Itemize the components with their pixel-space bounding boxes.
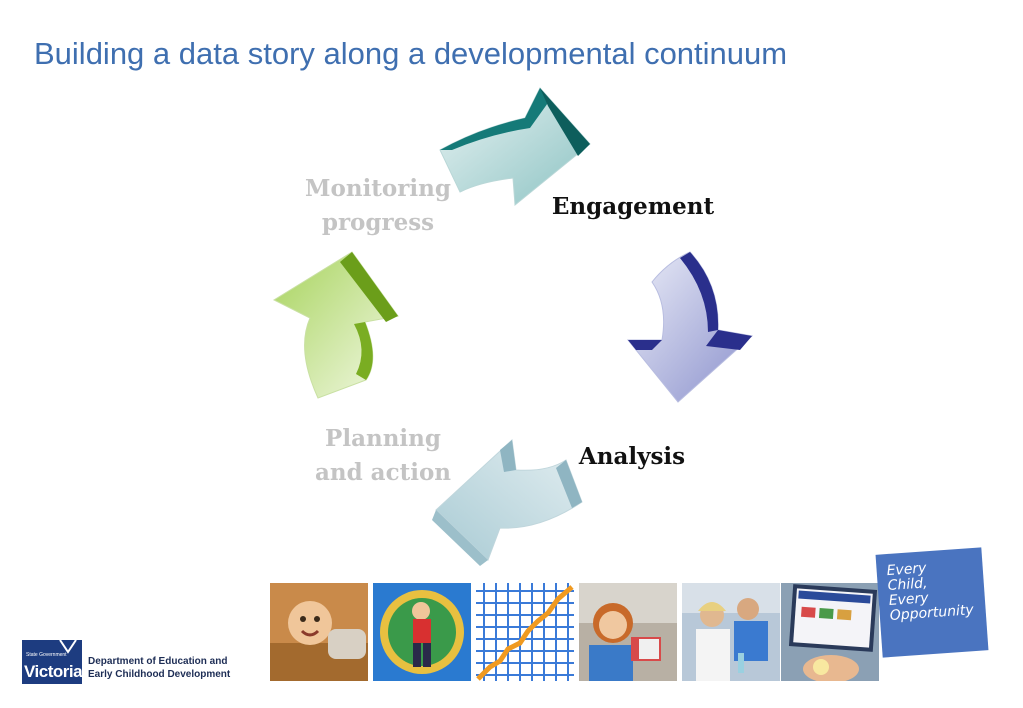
- stage-analysis-label: Analysis: [578, 443, 686, 470]
- baby-crawling-photo: [270, 583, 368, 681]
- girl-reading-photo: [579, 583, 677, 681]
- victoria-text: Victoria: [24, 662, 83, 681]
- arrow-engagement: [439, 87, 591, 206]
- arrow-monitoring: [272, 251, 399, 399]
- stage-engagement-label: Engagement: [551, 193, 715, 220]
- department-name: Department of Education and Early Childh…: [88, 655, 230, 681]
- logo-line4: Opportunity: [889, 602, 975, 624]
- stage-planning-label: Planning and action: [300, 422, 466, 490]
- stage-planning-line1: Planning: [325, 425, 441, 452]
- victoria-logo: State Government Victoria: [22, 640, 83, 684]
- state-government-text: State Government: [26, 652, 67, 658]
- stage-monitoring-line1: Monitoring: [305, 175, 451, 202]
- department-line2: Early Childhood Development: [88, 669, 231, 680]
- computer-screen-photo: [781, 583, 879, 681]
- stage-planning-line2: and action: [314, 459, 452, 486]
- page-title: Building a data story along a developmen…: [34, 36, 788, 71]
- child-climbing-photo: [373, 583, 471, 681]
- stage-monitoring-label: Monitoring progress: [296, 172, 460, 240]
- arrow-planning: [432, 438, 583, 566]
- arrow-analysis: [626, 251, 754, 403]
- department-line1: Department of Education and: [88, 656, 228, 667]
- stage-monitoring-line2: progress: [321, 209, 435, 236]
- every-child-logo: Every Child, Every Opportunity: [875, 547, 989, 658]
- students-science-photo: [682, 583, 780, 681]
- growth-chart-photo: [476, 583, 574, 681]
